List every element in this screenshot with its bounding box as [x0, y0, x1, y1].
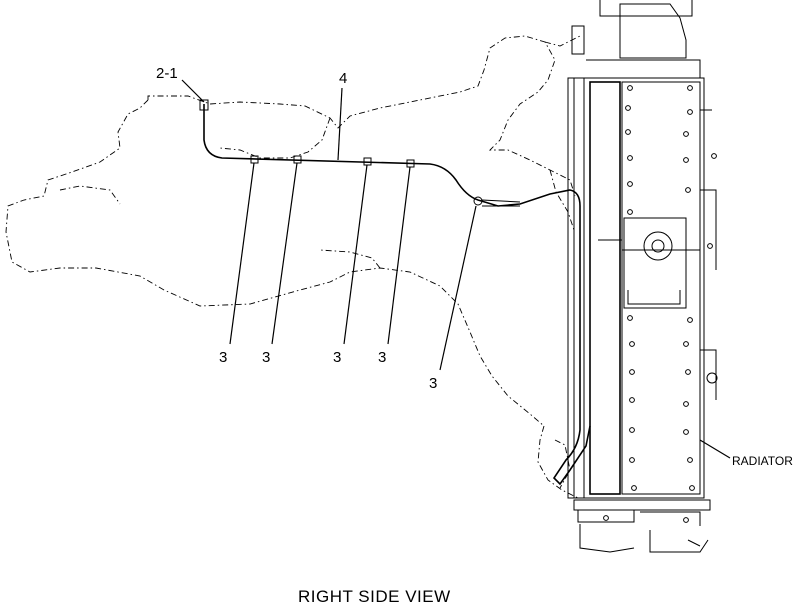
callout-2-1: 2-1 — [156, 65, 178, 82]
callout-3-a: 3 — [219, 349, 227, 366]
callout-3-e: 3 — [429, 375, 437, 392]
callout-4: 4 — [339, 70, 347, 87]
radiator-assembly — [567, 0, 718, 553]
wiring-harness — [199, 99, 591, 486]
radiator-label: RADIATOR — [732, 454, 793, 468]
view-title: RIGHT SIDE VIEW — [298, 587, 451, 606]
callout-3-b: 3 — [262, 349, 270, 366]
callout-3-d: 3 — [378, 349, 386, 366]
engine-outline — [5, 35, 581, 499]
callout-3-c: 3 — [333, 349, 341, 366]
leader-lines — [181, 79, 731, 459]
